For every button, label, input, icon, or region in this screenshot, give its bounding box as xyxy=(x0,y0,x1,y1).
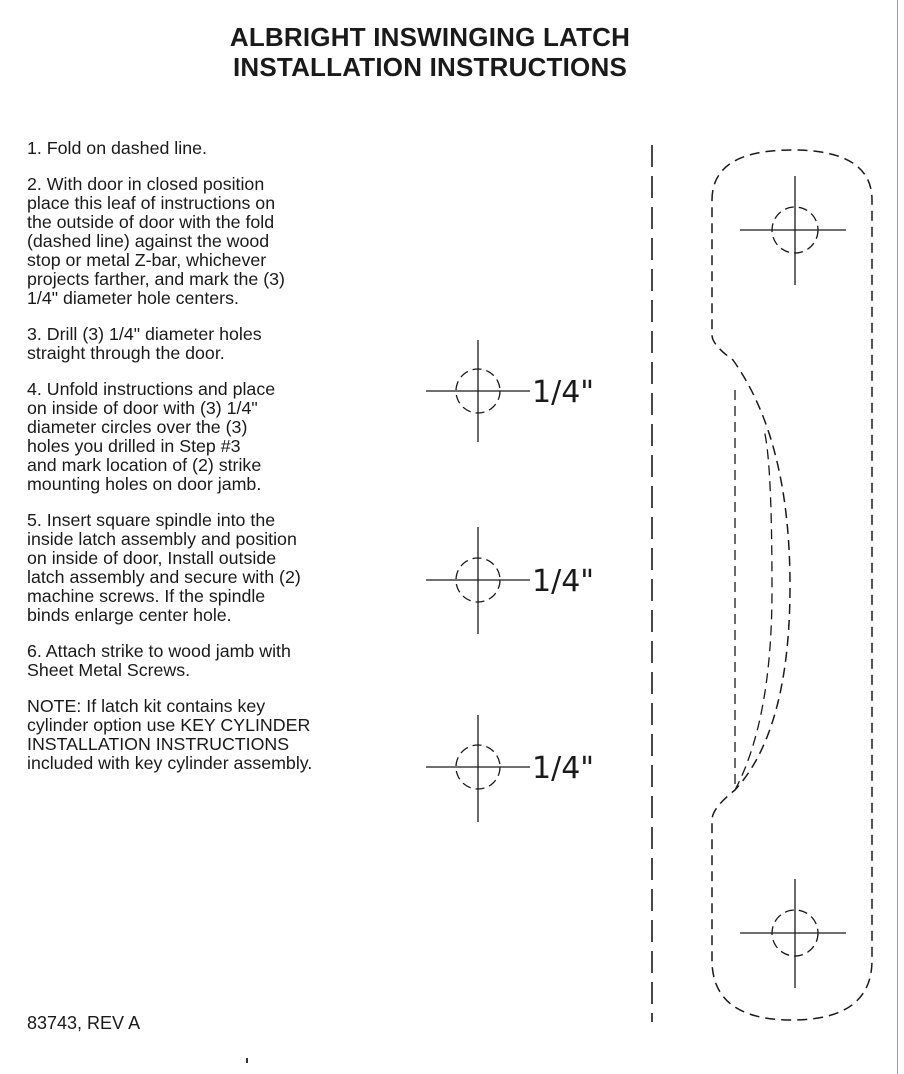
step-5: 5. Insert square spindle into the inside… xyxy=(27,511,427,625)
step-line: 3. Drill (3) 1/4" diameter holes xyxy=(27,324,262,344)
step-2: 2. With door in closed position place th… xyxy=(27,175,427,308)
step-line: binds enlarge center hole. xyxy=(27,605,232,625)
step-line: Sheet Metal Screws. xyxy=(27,660,191,680)
step-line: 5. Insert square spindle into the xyxy=(27,510,276,530)
strike-mounting-hole-lower xyxy=(740,879,846,988)
step-line: inside latch assembly and position xyxy=(27,529,297,549)
note-line: INSTALLATION INSTRUCTIONS xyxy=(27,734,290,754)
step-line: and mark location of (2) strike xyxy=(27,455,262,475)
step-line: holes you drilled in Step #3 xyxy=(27,436,241,456)
strike-recess-outline xyxy=(734,390,773,791)
note-line: included with key cylinder assembly. xyxy=(27,753,313,773)
step-line: 1. Fold on dashed line. xyxy=(27,138,207,158)
note-line: cylinder option use KEY CYLINDER xyxy=(27,715,311,735)
document-number: 83743, REV A xyxy=(27,1013,141,1033)
step-line: latch assembly and secure with (2) xyxy=(27,567,301,587)
step-line: machine screws. If the spindle xyxy=(27,586,266,606)
drill-hole-marker-3 xyxy=(426,715,530,822)
instruction-steps: 1. Fold on dashed line. 2. With door in … xyxy=(27,139,427,790)
step-line: place this leaf of instructions on xyxy=(27,193,276,213)
document-title-line-1: ALBRIGHT INSWINGING LATCH xyxy=(229,22,631,52)
step-line: 1/4" diameter hole centers. xyxy=(27,288,239,308)
step-line: stop or metal Z-bar, whichever xyxy=(27,250,267,270)
step-1: 1. Fold on dashed line. xyxy=(27,139,427,158)
document-title-line-2: INSTALLATION INSTRUCTIONS xyxy=(232,52,627,82)
step-line: 6. Attach strike to wood jamb with xyxy=(27,641,291,661)
step-line: 4. Unfold instructions and place xyxy=(27,379,276,399)
step-line: straight through the door. xyxy=(27,343,225,363)
hole-size-label-3: 1/4" xyxy=(532,751,594,786)
drill-hole-marker-2 xyxy=(426,527,530,634)
step-line: 2. With door in closed position xyxy=(27,174,265,194)
step-6: 6. Attach strike to wood jamb with Sheet… xyxy=(27,642,427,680)
step-3: 3. Drill (3) 1/4" diameter holes straigh… xyxy=(27,325,427,363)
strike-plate-outline xyxy=(711,149,873,1021)
note: NOTE: If latch kit contains key cylinder… xyxy=(27,697,427,773)
note-line: NOTE: If latch kit contains key xyxy=(27,696,266,716)
step-line: mounting holes on door jamb. xyxy=(27,474,262,494)
step-4: 4. Unfold instructions and place on insi… xyxy=(27,380,427,494)
scan-speck xyxy=(246,1058,248,1063)
drill-hole-marker-1 xyxy=(426,340,530,442)
strike-mounting-hole-upper xyxy=(740,176,846,285)
step-line: on inside of door with (3) 1/4" xyxy=(27,398,258,418)
step-line: on inside of door, Install outside xyxy=(27,548,277,568)
step-line: (dashed line) against the wood xyxy=(27,231,270,251)
hole-size-label-2: 1/4" xyxy=(532,564,594,599)
step-line: diameter circles over the (3) xyxy=(27,417,248,437)
step-line: the outside of door with the fold xyxy=(27,212,275,232)
page-edge-rule xyxy=(897,0,898,1074)
step-line: projects farther, and mark the (3) xyxy=(27,269,285,289)
hole-size-label-1: 1/4" xyxy=(532,375,594,410)
